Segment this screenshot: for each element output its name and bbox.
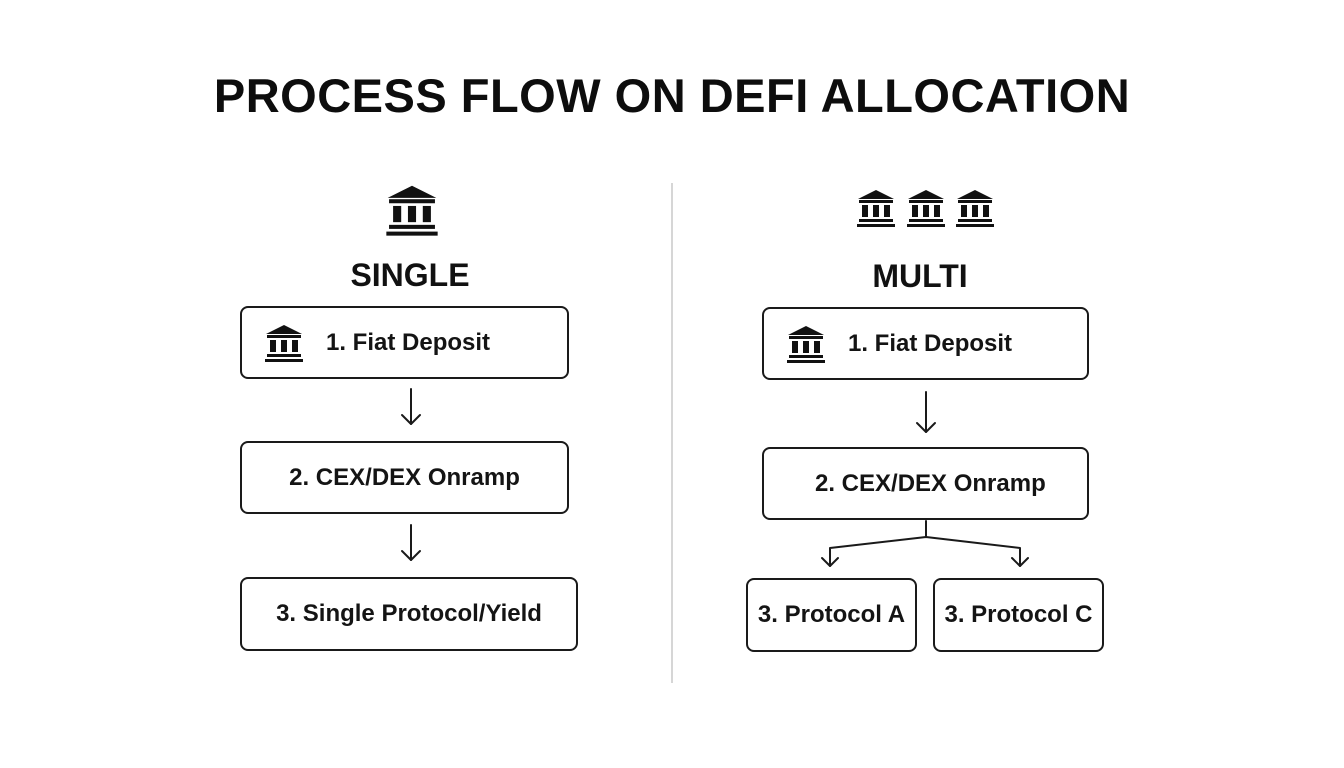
- arrow-down-icon: [916, 391, 936, 433]
- bank-icon: [385, 183, 439, 237]
- bank-icon: [856, 188, 896, 228]
- multi-branch-protocol-a: 3. Protocol A: [746, 578, 917, 652]
- bank-icon: [906, 188, 946, 228]
- branch-arrow-icon: [821, 520, 1029, 567]
- step-label: 2. CEX/DEX Onramp: [815, 469, 1046, 497]
- arrow-down-icon: [401, 524, 421, 561]
- multi-step-onramp: 2. CEX/DEX Onramp: [762, 447, 1089, 520]
- step-label: 3. Protocol A: [757, 601, 906, 628]
- multi-step-fiat-deposit: 1. Fiat Deposit: [762, 307, 1089, 380]
- single-step-onramp: 2. CEX/DEX Onramp: [240, 441, 569, 514]
- step-label: 3. Single Protocol/Yield: [276, 600, 542, 627]
- single-heading: SINGLE: [350, 257, 470, 293]
- column-divider: [671, 183, 673, 683]
- step-label: 1. Fiat Deposit: [326, 328, 491, 356]
- single-step-fiat-deposit: 1. Fiat Deposit: [240, 306, 569, 379]
- page-title: PROCESS FLOW ON DEFI ALLOCATION: [213, 69, 1131, 122]
- multi-branch-protocol-c: 3. Protocol C: [933, 578, 1104, 652]
- step-label: 3. Protocol C: [944, 601, 1093, 628]
- multi-heading: MULTI: [872, 258, 968, 294]
- bank-icon: [264, 323, 304, 363]
- bank-icon: [955, 188, 995, 228]
- single-step-protocol: 3. Single Protocol/Yield: [240, 577, 578, 651]
- step-label: 1. Fiat Deposit: [848, 329, 1013, 357]
- arrow-down-icon: [401, 388, 421, 425]
- bank-icon: [786, 324, 826, 364]
- step-label: 2. CEX/DEX Onramp: [289, 463, 520, 491]
